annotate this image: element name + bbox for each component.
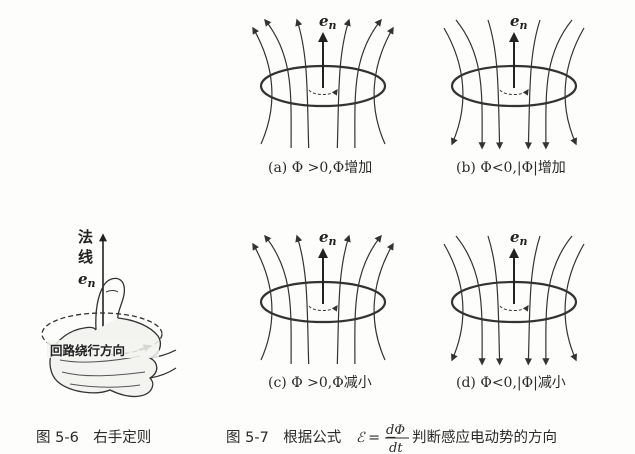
field-line-2 bbox=[295, 234, 310, 365]
hand-thumb-outline bbox=[95, 277, 126, 331]
field-line-3 bbox=[336, 234, 351, 365]
field-line-1 bbox=[264, 234, 292, 365]
field-line-4 bbox=[354, 234, 382, 365]
en-label: en bbox=[319, 228, 337, 248]
circulation-arrow bbox=[308, 89, 338, 96]
caption-fig57-prefix: 图 5-7 根据公式 bbox=[226, 429, 342, 446]
circulation-arrow bbox=[308, 305, 338, 312]
thumb-nail bbox=[105, 290, 119, 293]
caption-panel-b: (b) Φ<0,|Φ|增加 bbox=[456, 160, 566, 176]
loop-direction-label: 回路绕行方向 bbox=[50, 343, 125, 358]
caption-figure-5-6: 图 5-6 右手定则 bbox=[36, 429, 151, 446]
caption-panel-a: (a) Φ >0,Φ增加 bbox=[268, 160, 372, 176]
caption-fig57-equals: = − bbox=[368, 430, 397, 446]
caption-panel-c: (c) Φ >0,Φ减小 bbox=[268, 375, 372, 391]
normal-label-char-2: 线 bbox=[78, 248, 93, 266]
field-line-4 bbox=[542, 235, 573, 366]
outer-field-line-2 bbox=[373, 26, 394, 145]
field-line-3 bbox=[524, 235, 541, 366]
finger-crease-2 bbox=[61, 371, 146, 377]
outer-field-line-1 bbox=[252, 242, 273, 361]
normal-label-char-1: 法 bbox=[78, 228, 93, 246]
emf-symbol: ℰ bbox=[356, 430, 366, 446]
outer-field-line-2 bbox=[564, 27, 585, 146]
caption-panel-d: (d) Φ<0,|Φ|减小 bbox=[456, 375, 566, 391]
loop-label-bg bbox=[47, 340, 159, 358]
outer-field-line-1 bbox=[252, 26, 273, 145]
field-line-1 bbox=[455, 235, 486, 366]
caption-figure-5-7: 图 5-7 根据公式 ℰ = − dΦ dt 判断感应电动势的方向 bbox=[226, 423, 557, 454]
outer-field-line-2 bbox=[564, 243, 585, 362]
field-line-3 bbox=[336, 18, 351, 149]
caption-fig57-suffix: 判断感应电动势的方向 bbox=[412, 428, 557, 446]
en-label: en bbox=[510, 12, 528, 32]
panel-a-flux-positive-increasing: en bbox=[252, 12, 394, 149]
panel-d-flux-negative-decreasing: en bbox=[443, 228, 585, 366]
field-line-4 bbox=[354, 18, 382, 149]
outer-field-line-1 bbox=[443, 27, 464, 146]
finger-crease-3 bbox=[69, 383, 141, 388]
right-hand-rule-diagram: 法 线 en 回路绕行方向 bbox=[41, 228, 177, 398]
fraction-numerator: dΦ bbox=[386, 423, 405, 438]
field-line-4 bbox=[542, 19, 573, 150]
hand-en-symbol: en bbox=[78, 270, 96, 290]
fraction-denominator: dt bbox=[389, 441, 403, 454]
wrist-line-2 bbox=[149, 367, 177, 379]
field-line-2 bbox=[487, 235, 504, 366]
outer-field-line-1 bbox=[443, 243, 464, 362]
en-label: en bbox=[319, 12, 337, 32]
panel-b-flux-negative-increasing: en bbox=[443, 12, 585, 150]
en-label: en bbox=[510, 228, 528, 248]
field-line-2 bbox=[295, 18, 310, 149]
circulation-arrow bbox=[499, 305, 529, 312]
circulation-arrow bbox=[499, 89, 529, 96]
field-line-1 bbox=[264, 18, 292, 149]
outer-field-line-2 bbox=[373, 242, 394, 361]
field-line-1 bbox=[455, 19, 486, 150]
field-line-2 bbox=[487, 19, 504, 150]
field-line-3 bbox=[524, 19, 541, 150]
panel-c-flux-positive-decreasing: en bbox=[252, 228, 394, 365]
